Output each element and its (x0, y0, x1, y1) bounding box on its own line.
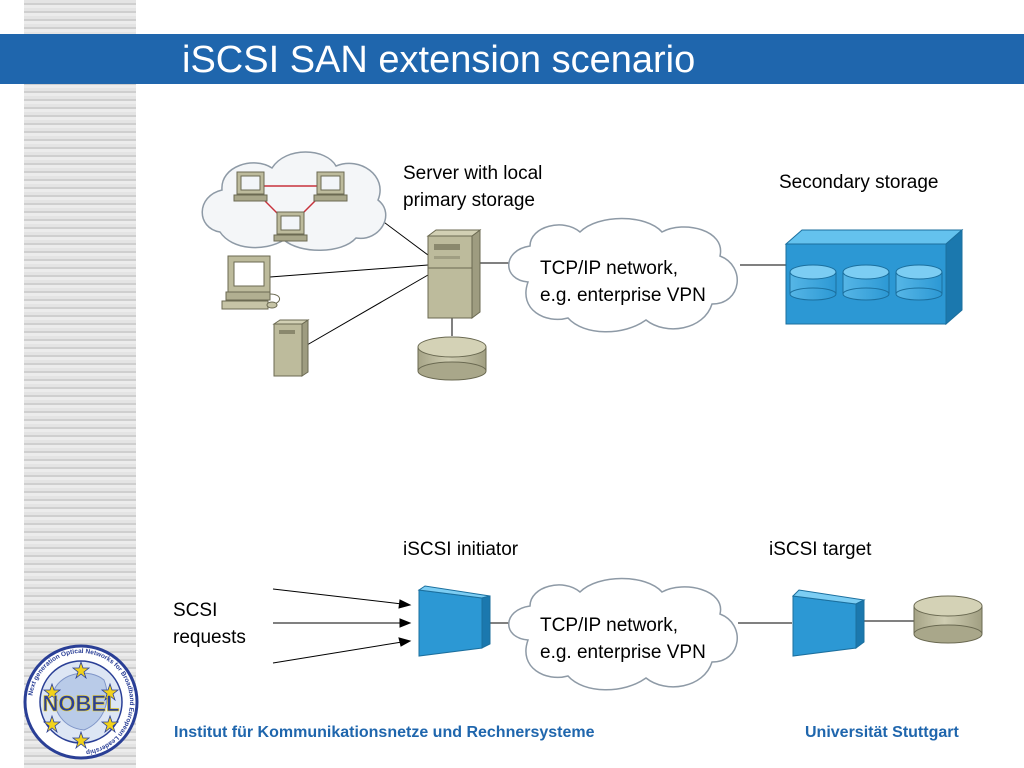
scsi-requests-line-1: SCSI (173, 600, 218, 621)
scsi-requests-label: SCSI requests (173, 597, 246, 651)
initiator-label: iSCSI initiator (403, 539, 519, 560)
iscsi-initiator-icon (417, 585, 491, 657)
server-label-line-2: primary storage (403, 190, 535, 211)
decorative-side-stripe (24, 0, 136, 768)
top-network-label-line-1: TCP/IP network, (540, 258, 678, 279)
local-storage-disk-icon (417, 336, 487, 381)
server-label-line-1: Server with local (403, 163, 543, 184)
top-network-label: TCP/IP network, e.g. enterprise VPN (540, 255, 706, 309)
bottom-network-label-line-2: e.g. enterprise VPN (540, 642, 706, 663)
secondary-storage-label: Secondary storage (779, 172, 939, 193)
tower-computer-icon (272, 319, 310, 377)
workstation-icon (273, 211, 308, 242)
bottom-network-label: TCP/IP network, e.g. enterprise VPN (540, 612, 706, 666)
desktop-computer-icon (221, 255, 280, 310)
secondary-storage-array-icon (784, 228, 964, 326)
network-cloud-top (508, 217, 738, 333)
server-label: Server with local primary storage (403, 160, 542, 214)
workstation-icon (233, 171, 268, 202)
slide-title: iSCSI SAN extension scenario (182, 39, 696, 81)
client-cloud (201, 151, 387, 251)
footer-university: Universität Stuttgart (805, 724, 959, 741)
scsi-requests-line-2: requests (173, 627, 246, 648)
title-bar (0, 34, 1024, 84)
bottom-network-label-line-1: TCP/IP network, (540, 615, 678, 636)
server-tower-icon (426, 229, 482, 319)
iscsi-target-icon (791, 589, 866, 657)
target-label: iSCSI target (769, 539, 872, 560)
logo-lettering: NOBEL (43, 691, 120, 716)
scsi-request-arrows (272, 588, 412, 664)
network-cloud-bottom (508, 577, 738, 691)
workstation-icon (313, 171, 348, 202)
footer-institute: Institut für Kommunikationsnetze und Rec… (174, 724, 595, 741)
nobel-logo: NOBEL Next generation Optical Networks f… (23, 644, 139, 760)
target-disk-icon (913, 595, 983, 644)
top-network-label-line-2: e.g. enterprise VPN (540, 285, 706, 306)
